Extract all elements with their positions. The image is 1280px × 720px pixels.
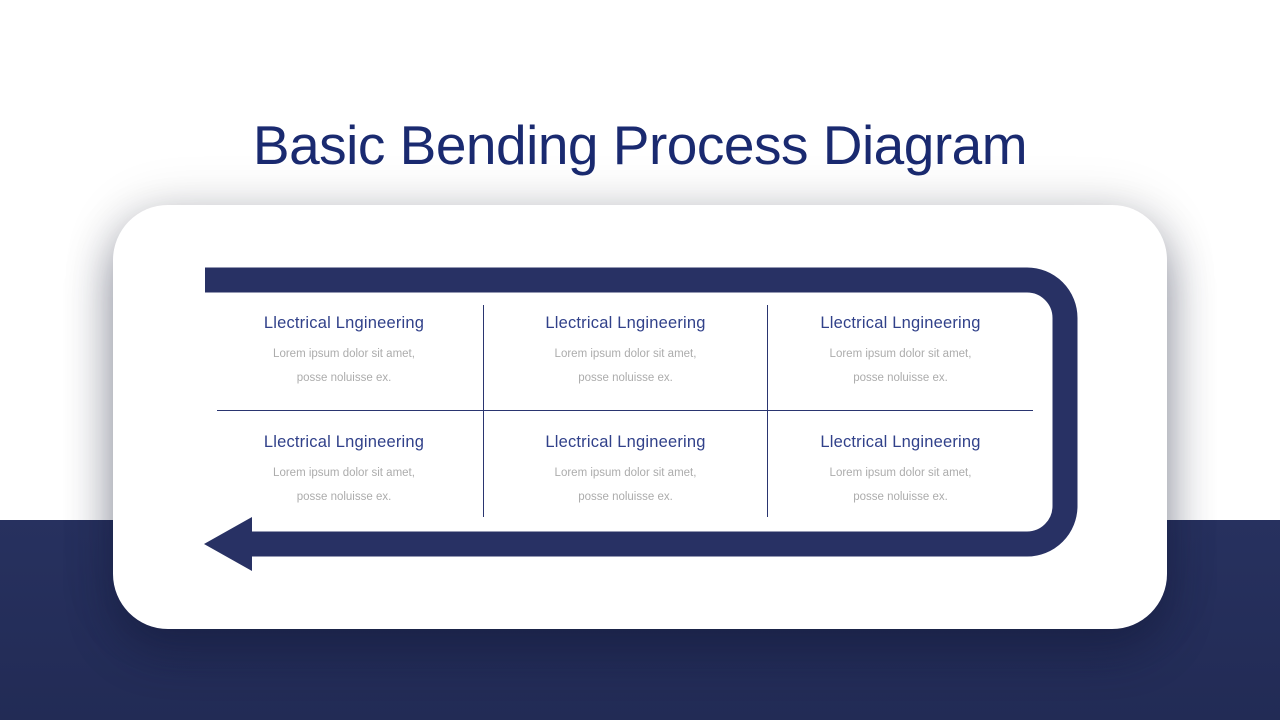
process-cell: Llectrical Lngineering Lorem ipsum dolor…: [484, 412, 767, 529]
cell-body-line: Lorem ipsum dolor sit amet,: [829, 466, 972, 479]
column-divider: [483, 305, 484, 517]
cell-title: Llectrical Lngineering: [545, 314, 706, 332]
slide-title: Basic Bending Process Diagram: [252, 113, 1028, 176]
row-divider: [217, 410, 1033, 411]
column-divider: [767, 305, 768, 517]
cell-body-line: Lorem ipsum dolor sit amet,: [273, 348, 415, 360]
cell-body-line: posse noluisse ex.: [853, 372, 948, 384]
cell-title: Llectrical Lngineering: [820, 432, 981, 451]
cell-body-line: posse noluisse ex.: [578, 490, 673, 503]
cell-body-line: Lorem ipsum dolor sit amet,: [273, 466, 415, 479]
process-cell: Llectrical Lngineering Lorem ipsum dolor…: [205, 294, 483, 410]
cell-title: Llectrical Lngineering: [820, 314, 981, 332]
cell-body-line: posse noluisse ex.: [578, 372, 673, 384]
cell-body-line: Lorem ipsum dolor sit amet,: [554, 348, 697, 360]
cell-body-line: posse noluisse ex.: [853, 490, 948, 503]
process-cell: Llectrical Lngineering Lorem ipsum dolor…: [205, 412, 483, 529]
cell-title: Llectrical Lngineering: [545, 432, 706, 451]
process-cell: Llectrical Lngineering Lorem ipsum dolor…: [484, 294, 767, 410]
cell-body-line: posse noluisse ex.: [296, 490, 392, 503]
process-cell: Llectrical Lngineering Lorem ipsum dolor…: [768, 412, 1033, 529]
cell-body-line: posse noluisse ex.: [296, 372, 392, 384]
process-cell: Llectrical Lngineering Lorem ipsum dolor…: [768, 294, 1033, 410]
cell-title: Llectrical Lngineering: [263, 314, 425, 332]
cell-body-line: Lorem ipsum dolor sit amet,: [554, 466, 697, 479]
cell-body-line: Lorem ipsum dolor sit amet,: [829, 348, 972, 360]
cell-title: Llectrical Lngineering: [263, 432, 425, 451]
